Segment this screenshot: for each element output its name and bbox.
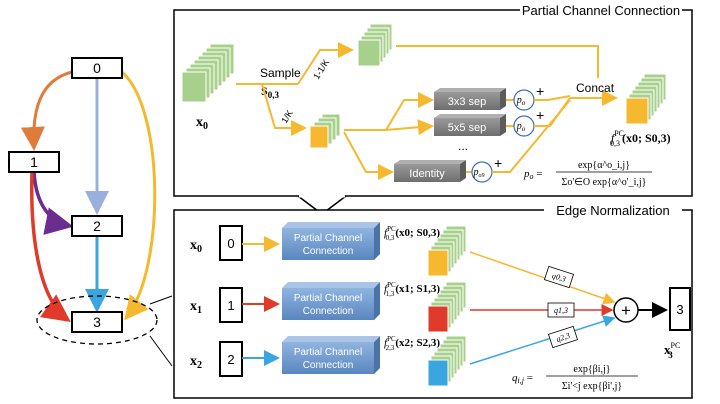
softmax-formula-q: qi,j = exp{βi,j} Σi'<j exp{βi',j} bbox=[512, 364, 638, 392]
en-stack-0 bbox=[427, 225, 467, 277]
svg-text:3: 3 bbox=[93, 314, 101, 330]
bypass-stack bbox=[357, 23, 393, 67]
svg-text:Σo'∈O exp{α^o'_i,j}: Σo'∈O exp{α^o'_i,j} bbox=[562, 177, 647, 188]
svg-text:1: 1 bbox=[227, 298, 234, 313]
op-5x5-sep: 5x5 sep bbox=[434, 114, 506, 136]
svg-text:po: po bbox=[516, 95, 526, 107]
focus-ellipse bbox=[36, 295, 158, 345]
ops-ellipsis: ... bbox=[458, 139, 468, 153]
output-node-3: 3 bbox=[669, 287, 691, 331]
sample-label: Sample bbox=[260, 66, 301, 80]
pcc-box-1: Partial Channel Connection bbox=[282, 282, 380, 320]
svg-text:exp{βi,j}: exp{βi,j} bbox=[573, 364, 610, 375]
svg-text:Connection: Connection bbox=[303, 246, 354, 257]
edge-1-2 bbox=[32, 171, 74, 235]
p-weight-2: po bbox=[513, 115, 535, 137]
pcc-panel: Partial Channel Connection x0 Sample S0,… bbox=[173, 3, 693, 215]
svg-text:3x3 sep: 3x3 sep bbox=[448, 96, 487, 108]
edge-0-3 bbox=[121, 70, 157, 321]
svg-text:q2,3: q2,3 bbox=[555, 331, 571, 344]
graph-node-1: 1 bbox=[8, 151, 60, 173]
p-weight-9: po9 bbox=[471, 161, 493, 183]
pcc-box-0: Partial Channel Connection bbox=[282, 222, 380, 260]
x0-label: x0 bbox=[196, 115, 208, 132]
svg-text:Σi'<j exp{βi',j}: Σi'<j exp{βi',j} bbox=[562, 381, 622, 392]
plus-1: + bbox=[536, 83, 544, 99]
svg-text:1: 1 bbox=[30, 154, 38, 170]
sum-node: + bbox=[613, 297, 639, 323]
edge-norm-panel: Edge Normalization x0 0 Partial Channel … bbox=[173, 203, 693, 399]
graph-node-3: 3 bbox=[71, 311, 123, 333]
svg-text:qi,j =: qi,j = bbox=[512, 372, 533, 385]
edge-1-3 bbox=[30, 171, 71, 323]
plus-3: + bbox=[494, 155, 502, 171]
edge-0-1 bbox=[20, 70, 73, 151]
svg-text:x0: x0 bbox=[190, 238, 202, 255]
graph-node-2: 2 bbox=[71, 215, 123, 237]
svg-text:Identity: Identity bbox=[409, 168, 445, 180]
svg-text:2: 2 bbox=[93, 218, 101, 234]
svg-text:po =: po = bbox=[523, 168, 542, 181]
svg-text:+: + bbox=[621, 301, 631, 320]
svg-text:q1,3: q1,3 bbox=[554, 306, 568, 315]
op-3x3-sep: 3x3 sep bbox=[434, 88, 506, 110]
svg-text:exp{α^o_i,j}: exp{α^o_i,j} bbox=[578, 160, 630, 171]
svg-text:Connection: Connection bbox=[303, 360, 354, 371]
svg-text:0: 0 bbox=[227, 236, 234, 251]
q-label-23: q2,3 bbox=[547, 325, 579, 349]
softmax-formula-p: po = exp{α^o_i,j} Σo'∈O exp{α^o'_i,j} bbox=[523, 160, 652, 188]
svg-text:Partial Channel: Partial Channel bbox=[294, 293, 362, 304]
q-label-03: q0,3 bbox=[543, 265, 575, 289]
en-stack-2 bbox=[427, 335, 467, 387]
en-title: Edge Normalization bbox=[556, 203, 669, 218]
pcc-title: Partial Channel Connection bbox=[522, 3, 680, 18]
output-stack bbox=[625, 73, 667, 125]
svg-text:2: 2 bbox=[227, 352, 234, 367]
pcc-box-2: Partial Channel Connection bbox=[282, 336, 380, 374]
graph-node-0: 0 bbox=[71, 57, 123, 79]
svg-text:x2: x2 bbox=[190, 354, 202, 371]
svg-text:Connection: Connection bbox=[303, 306, 354, 317]
selected-stack bbox=[309, 113, 341, 149]
svg-text:5x5 sep: 5x5 sep bbox=[448, 122, 487, 134]
plus-2: + bbox=[536, 107, 544, 123]
p-weight-1: po bbox=[513, 89, 535, 111]
svg-text:Partial Channel: Partial Channel bbox=[294, 233, 362, 244]
svg-text:3: 3 bbox=[676, 302, 683, 317]
cell-graph: 0 1 2 3 bbox=[8, 57, 173, 367]
feature-stack-x0 bbox=[181, 43, 235, 103]
en-stack-1 bbox=[427, 281, 467, 333]
svg-text:po9: po9 bbox=[473, 167, 485, 179]
q-label-13: q1,3 bbox=[547, 302, 575, 318]
svg-text:po: po bbox=[516, 121, 526, 133]
svg-text:Partial Channel: Partial Channel bbox=[294, 347, 362, 358]
svg-text:0: 0 bbox=[93, 60, 101, 76]
op-identity: Identity bbox=[394, 160, 466, 182]
zoom-line-bottom bbox=[149, 335, 173, 367]
svg-text:x1: x1 bbox=[190, 299, 202, 316]
svg-text:q0,3: q0,3 bbox=[551, 271, 567, 284]
zoom-line-top bbox=[149, 295, 173, 305]
concat-label: Concat bbox=[576, 81, 615, 95]
